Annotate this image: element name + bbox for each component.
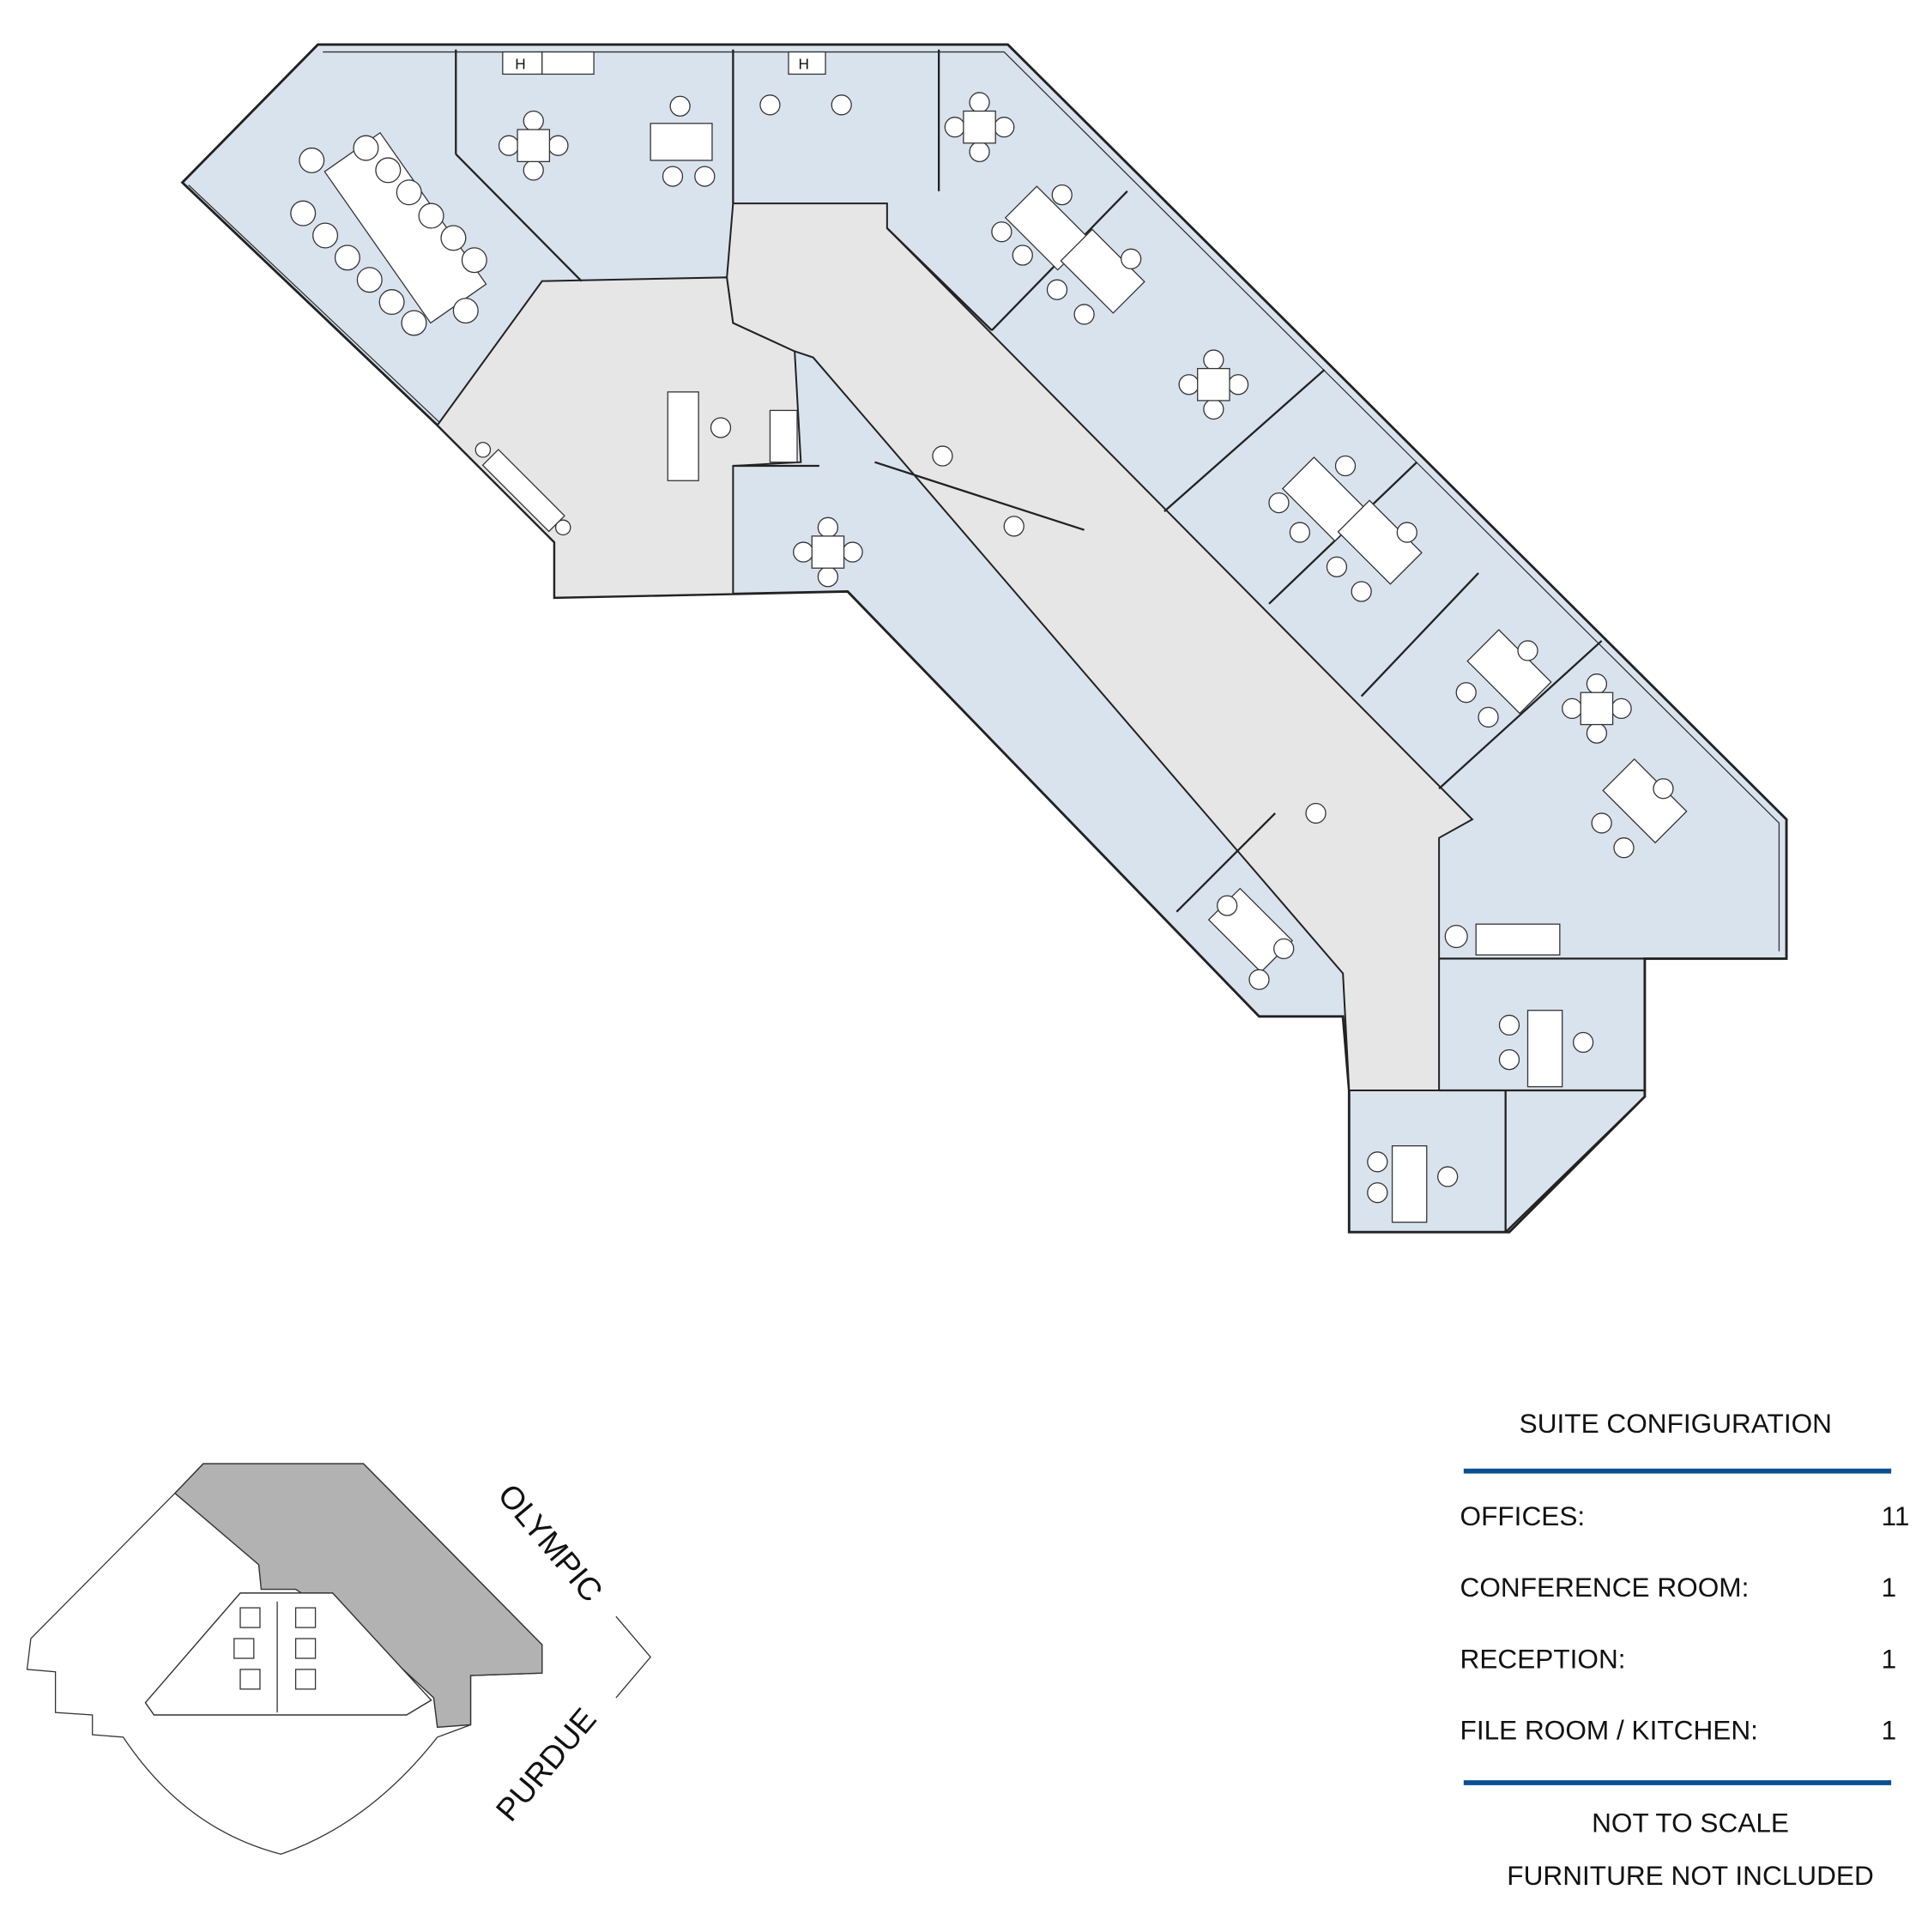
legend-label-file-room: FILE ROOM / KITCHEN: [1460, 1715, 1758, 1746]
key-plan-suite-highlight [173, 1463, 543, 1729]
conference-chairs [290, 135, 487, 336]
note-not-to-scale: NOT TO SCALE [1592, 1807, 1789, 1838]
legend-label-offices: OFFICES: [1460, 1500, 1586, 1531]
legend-value-file-room: 1 [1882, 1715, 1897, 1746]
svg-text:H: H [798, 56, 808, 73]
suite-floor-plan: H H [180, 43, 1788, 1234]
key-plan-building [26, 1463, 543, 1855]
street-corner-bracket [615, 1615, 652, 1699]
street-label-purdue: PURDUE [488, 1701, 602, 1828]
legend-label-conference: CONFERENCE ROOM: [1460, 1572, 1750, 1603]
reception-area [436, 276, 802, 599]
legend-rule-bottom [1463, 1780, 1892, 1785]
legend-value-conference: 1 [1882, 1572, 1897, 1603]
legend-rule-top [1463, 1468, 1892, 1474]
svg-text:H: H [515, 56, 525, 73]
legend-title: SUITE CONFIGURATION [1520, 1408, 1832, 1439]
street-label-olympic: OLYMPIC [492, 1476, 610, 1609]
legend-value-offices: 11 [1882, 1500, 1910, 1531]
legend-label-reception: RECEPTION: [1460, 1643, 1626, 1674]
legend-value-reception: 1 [1882, 1643, 1897, 1674]
suite-configuration-legend: SUITE CONFIGURATION OFFICES: 11 CONFEREN… [1460, 1408, 1910, 1891]
office-chairs [662, 94, 1674, 1204]
key-plan: OLYMPIC PURDUE [26, 1463, 652, 1855]
hvac-units: H H [502, 51, 826, 75]
key-plan-core [144, 1592, 432, 1716]
meeting-tables [498, 92, 1632, 744]
reception-seating [474, 391, 798, 536]
note-furniture-not-included: FURNITURE NOT INCLUDED [1507, 1860, 1874, 1891]
